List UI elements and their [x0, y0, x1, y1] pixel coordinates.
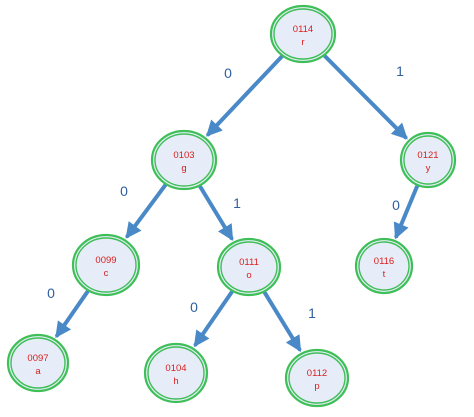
node-code: 0104 [165, 363, 186, 374]
edge-label-r-y: 1 [396, 63, 404, 79]
edge-label-r-g: 0 [224, 65, 232, 81]
edge-arrow-y-t [393, 183, 420, 240]
edge-arrow-c-a [55, 289, 90, 339]
node-code: 0114 [293, 24, 313, 35]
edge-label-g-o: 1 [233, 195, 241, 211]
node-inner-ring [403, 135, 453, 185]
node-char: g [181, 163, 186, 174]
tree-node-g: 0103 g [150, 129, 218, 191]
edge-label-y-t: 0 [392, 197, 400, 213]
edge-label-g-c: 0 [120, 183, 128, 199]
node-circle [143, 342, 209, 404]
node-code: 0121 [417, 150, 438, 161]
edge-arrow-o-h [193, 289, 235, 348]
tree-node-y: 0121 y [399, 131, 457, 189]
tree-node-t: 0116 t [354, 237, 414, 295]
node-inner-ring [273, 8, 333, 60]
node-code: 0116 [374, 256, 394, 267]
tree-node-o: 0111 o [216, 237, 282, 297]
node-circle [216, 237, 282, 297]
edges-layer: 0 1 0 1 0 0 0 1 [47, 53, 420, 352]
node-inner-ring [288, 352, 346, 404]
node-char: h [173, 376, 178, 387]
edge-arrow-g-c [125, 182, 168, 239]
node-inner-ring [10, 337, 66, 389]
node-circle [284, 348, 350, 408]
node-code: 0103 [173, 150, 194, 161]
node-char: r [301, 37, 304, 48]
node-code: 0097 [27, 353, 48, 364]
edge-arrow-r-y [322, 53, 408, 140]
tree-node-p: 0112 p [284, 348, 350, 408]
node-circle [354, 237, 414, 295]
edge-arrow-g-o [197, 184, 234, 241]
node-inner-ring [358, 241, 410, 291]
edge-arrow-o-p [262, 290, 302, 352]
node-code: 0112 [307, 368, 327, 379]
node-inner-ring [220, 241, 278, 293]
node-circle [399, 131, 457, 189]
edge-label-c-a: 0 [47, 285, 55, 301]
tree-node-h: 0104 h [143, 342, 209, 404]
tree-node-a: 0097 a [6, 333, 70, 393]
node-inner-ring [75, 237, 137, 293]
node-inner-ring [154, 133, 214, 187]
node-circle [6, 333, 70, 393]
node-char: t [383, 269, 386, 280]
node-char: y [426, 163, 431, 174]
edge-label-o-h: 0 [190, 299, 198, 315]
node-circle [150, 129, 218, 191]
node-char: a [35, 366, 41, 377]
node-inner-ring [147, 346, 205, 400]
node-char: c [104, 268, 109, 279]
node-circle [269, 4, 337, 64]
tree-node-r: 0114 r [269, 4, 337, 64]
edge-label-o-p: 1 [308, 305, 316, 321]
node-code: 0099 [95, 255, 116, 266]
node-char: o [246, 270, 251, 281]
node-circle [71, 233, 141, 297]
edge-arrow-r-g [206, 54, 284, 137]
node-code: 0111 [239, 257, 259, 268]
node-char: p [314, 381, 319, 392]
tree-node-c: 0099 c [71, 233, 141, 297]
